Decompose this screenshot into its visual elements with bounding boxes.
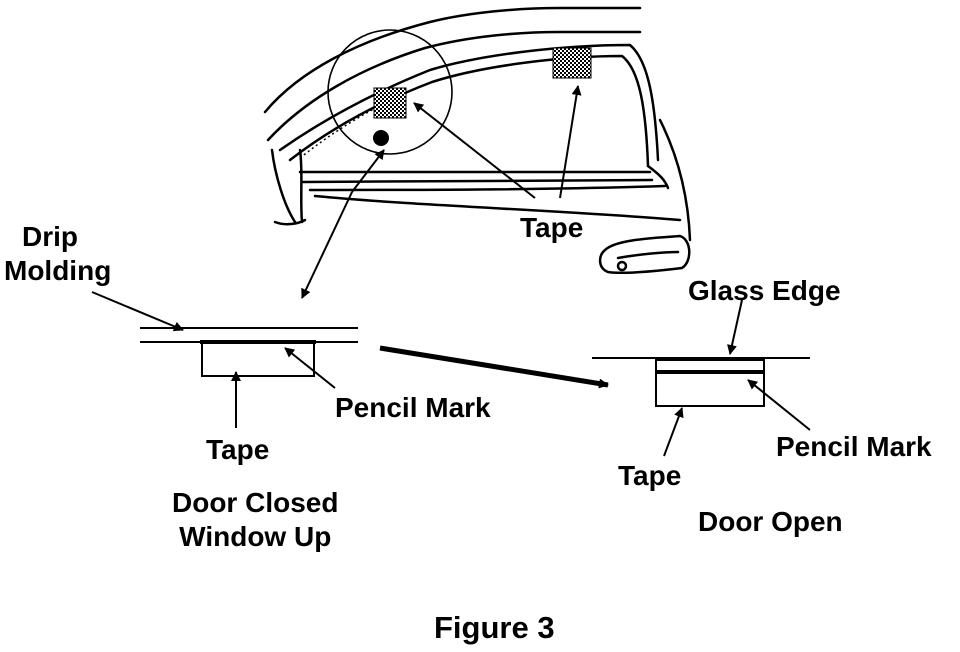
car-illustration — [263, 6, 692, 275]
door-closed-line1: Door Closed — [172, 487, 339, 518]
pencil-mark-dot — [373, 130, 389, 146]
tape-arrows — [413, 85, 582, 199]
drip-label-line1: Drip — [22, 221, 78, 252]
tape-label-top: Tape — [520, 212, 584, 243]
figure-caption: Figure 3 — [434, 610, 555, 645]
pencil-mark-label-right: Pencil Mark — [776, 431, 932, 462]
tape-patch-front — [373, 87, 407, 119]
tape-patch-rear — [552, 47, 592, 79]
drip-molding-label: Drip Molding — [4, 220, 111, 288]
detail-circle — [327, 29, 453, 155]
detail-link-arrow — [301, 149, 385, 299]
glass-edge-label: Glass Edge — [688, 275, 841, 306]
pencil-mark-label-left: Pencil Mark — [335, 392, 491, 423]
detail-door-open — [592, 299, 811, 457]
transition-arrow — [379, 345, 609, 389]
drip-label-line2: Molding — [4, 255, 112, 286]
door-open-label: Door Open — [698, 506, 843, 537]
door-closed-label: Door Closed Window Up — [172, 486, 338, 554]
detail-door-closed — [91, 291, 358, 428]
tape-label-right: Tape — [618, 460, 682, 491]
door-closed-line2: Window Up — [179, 521, 332, 552]
tape-label-left: Tape — [206, 434, 270, 465]
